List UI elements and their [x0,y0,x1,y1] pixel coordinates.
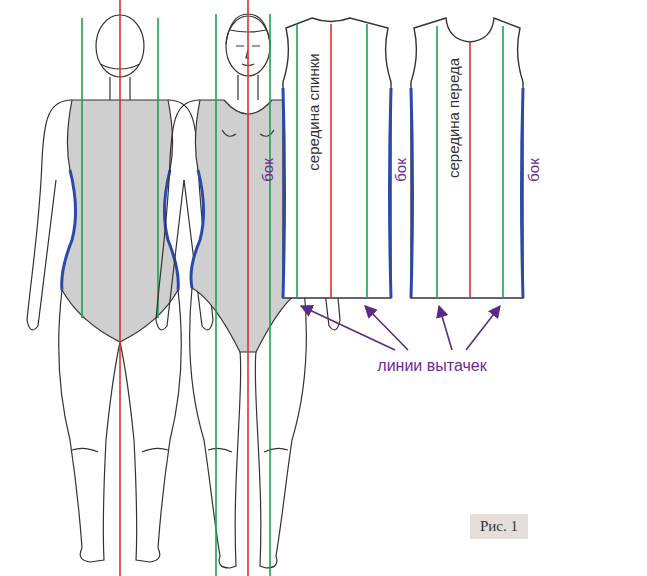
pointer-arrows [301,306,500,350]
center-front-label: середина переда [446,58,463,178]
arm [27,100,72,330]
side-label: бок [526,158,543,182]
dart-line [215,14,217,576]
back-pattern-piece [283,18,391,298]
arm [156,100,200,330]
dart-line [81,18,83,318]
center-line [119,0,121,576]
front-pattern-piece [411,18,523,298]
center-line [469,42,471,298]
figure-caption-box: Рис. 1 [470,514,528,539]
side-line [283,88,391,298]
dart-line [366,24,368,298]
leg [120,290,181,562]
dart-line [296,24,298,298]
darts-label: линии вытачек [377,357,486,375]
center-line [247,0,249,576]
side-line [411,88,523,298]
dart-line [157,18,159,318]
dart-line [269,14,271,576]
center-line [330,24,332,298]
side-label: бок [393,158,410,182]
dart-line [436,26,438,298]
center-back-label: середина спинки [306,53,323,170]
leg [59,290,120,562]
figure-number: Рис. 1 [480,518,518,534]
side-label: бок [260,158,277,182]
dart-line [502,26,504,298]
leg [255,288,306,568]
